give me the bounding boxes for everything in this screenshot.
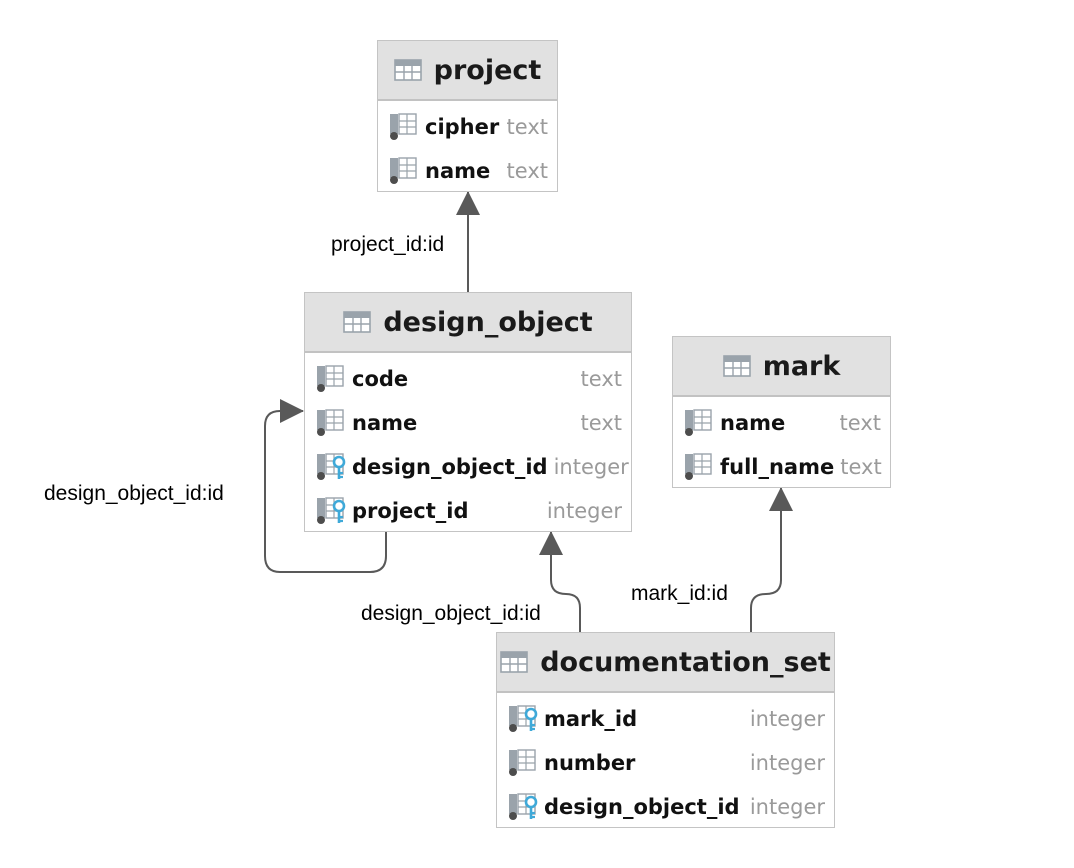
relation-label-design-object-id: design_object_id:id <box>361 602 541 625</box>
column-name: design_object_id <box>352 455 548 479</box>
column-type: text <box>840 455 882 479</box>
table-icon <box>343 311 372 333</box>
column-row[interactable]: name text <box>305 401 631 445</box>
relation-label-project-id: project_id:id <box>331 233 445 256</box>
column-row[interactable]: code text <box>305 357 631 401</box>
column-name: number <box>544 751 636 775</box>
column-type: text <box>506 115 548 139</box>
column-icon <box>684 453 720 481</box>
table-title: documentation_set <box>540 646 831 678</box>
column-name: code <box>352 367 409 391</box>
column-row[interactable]: name text <box>673 401 890 445</box>
column-icon <box>316 365 352 393</box>
column-name: name <box>720 411 786 435</box>
column-icon <box>508 749 544 777</box>
table-icon <box>393 59 422 81</box>
foreign-key-column-icon <box>316 453 352 481</box>
column-icon <box>389 157 425 185</box>
table-title: design_object <box>383 306 593 338</box>
edge-design-object-self[interactable] <box>264 399 387 573</box>
table-icon <box>722 355 751 377</box>
edge-documentation-set-to-mark[interactable] <box>750 487 793 632</box>
column-name: name <box>352 411 418 435</box>
column-type: integer <box>546 499 622 523</box>
column-type: text <box>506 159 548 183</box>
table-title: mark <box>762 350 841 382</box>
column-icon <box>684 409 720 437</box>
column-row[interactable]: project_id integer <box>305 489 631 533</box>
column-name: name <box>425 159 491 183</box>
column-type: integer <box>749 751 825 775</box>
column-name: mark_id <box>544 707 638 731</box>
column-type: text <box>580 411 622 435</box>
column-name: design_object_id <box>544 795 740 819</box>
column-row[interactable]: mark_id integer <box>497 697 834 741</box>
column-icon <box>316 409 352 437</box>
table-title: project <box>433 54 542 86</box>
column-name: full_name <box>720 455 835 479</box>
column-row[interactable]: name text <box>378 149 557 193</box>
column-type: text <box>839 411 881 435</box>
column-type: integer <box>749 795 825 819</box>
column-type: integer <box>553 455 629 479</box>
relation-label-design-object-self: design_object_id:id <box>44 482 224 505</box>
column-row[interactable]: design_object_id integer <box>497 785 834 829</box>
foreign-key-column-icon <box>508 705 544 733</box>
table-header[interactable]: mark <box>673 337 890 397</box>
foreign-key-column-icon <box>508 793 544 821</box>
column-type: text <box>580 367 622 391</box>
relation-label-mark-id: mark_id:id <box>631 582 728 605</box>
column-icon <box>389 113 425 141</box>
column-row[interactable]: number integer <box>497 741 834 785</box>
table-header[interactable]: project <box>378 41 557 101</box>
column-name: project_id <box>352 499 469 523</box>
foreign-key-column-icon <box>316 497 352 525</box>
column-type: integer <box>749 707 825 731</box>
column-name: cipher <box>425 115 500 139</box>
table-header[interactable]: documentation_set <box>497 633 834 693</box>
table-header[interactable]: design_object <box>305 293 631 353</box>
table-icon <box>500 651 528 673</box>
edge-documentation-set-to-design-object[interactable] <box>539 531 581 632</box>
